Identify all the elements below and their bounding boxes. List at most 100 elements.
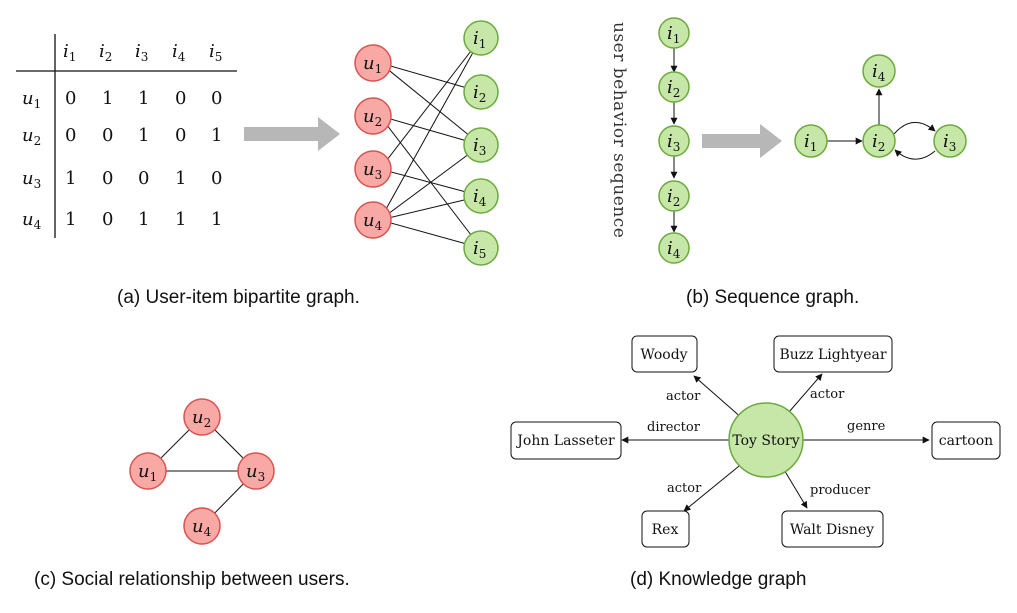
node-u1: u1 bbox=[129, 452, 167, 490]
entity-label: Buzz Lightyear bbox=[779, 347, 886, 363]
kg-arrow bbox=[693, 375, 744, 420]
node-label: u1 bbox=[363, 53, 382, 76]
seq-node: i1 bbox=[658, 17, 690, 49]
table-col-header: i2 bbox=[99, 41, 112, 64]
node-label: u3 bbox=[246, 461, 265, 484]
item-node bbox=[862, 54, 896, 88]
entity-box bbox=[781, 510, 884, 548]
kg-arrow bbox=[683, 461, 745, 512]
node-u2: u2 bbox=[183, 398, 221, 436]
sequence-nodes: i1 i2 i3 i2 i4 bbox=[658, 17, 690, 264]
table-cell: 0 bbox=[102, 125, 113, 146]
panel-a: i1 i2 i3 i4 i5 u1 u2 u3 u4 0 1 1 0 0 0 0… bbox=[16, 20, 499, 308]
node-i2: i2 bbox=[463, 74, 499, 110]
item-node bbox=[862, 124, 896, 158]
edge bbox=[379, 37, 482, 221]
node-label: i3 bbox=[473, 135, 486, 158]
relation-label: director bbox=[647, 420, 701, 435]
node-label: i4 bbox=[473, 186, 487, 209]
table-col-header: i5 bbox=[209, 41, 222, 64]
item-node bbox=[658, 180, 690, 212]
entity-label: cartoon bbox=[939, 433, 993, 449]
caption-d: (d) Knowledge graph bbox=[630, 569, 806, 590]
relation-label: producer bbox=[810, 483, 871, 498]
node-i3: i3 bbox=[463, 127, 499, 163]
table-col-header: i1 bbox=[63, 41, 76, 64]
table-cell: 1 bbox=[175, 168, 186, 189]
user-node bbox=[354, 44, 392, 82]
center-node bbox=[728, 402, 804, 478]
kg-entity-lasseter: John Lasseter bbox=[510, 421, 622, 460]
edge bbox=[379, 37, 482, 170]
node-label: i2 bbox=[473, 82, 486, 105]
table-cell: 1 bbox=[175, 209, 186, 230]
table-row-header: u3 bbox=[22, 168, 41, 191]
table-cell: 0 bbox=[65, 88, 76, 109]
graph-arrow bbox=[893, 121, 936, 135]
graph-node: i3 bbox=[933, 124, 967, 158]
item-nodes: i1 i2 i3 i4 i5 bbox=[463, 20, 499, 266]
node-i1: i1 bbox=[463, 20, 499, 56]
panel-c: u2 u1 u3 u4 (c) Social relationship betw… bbox=[34, 398, 350, 590]
caption-a: (a) User-item bipartite graph. bbox=[117, 287, 360, 308]
edge bbox=[379, 144, 482, 221]
node-u2: u2 bbox=[354, 97, 392, 135]
node-u3: u3 bbox=[354, 150, 392, 188]
entity-box bbox=[773, 335, 893, 373]
user-node bbox=[183, 507, 221, 545]
panel-d: actor actor director genre actor produce… bbox=[510, 335, 1001, 590]
user-nodes: u1 u2 u3 u4 bbox=[354, 44, 392, 239]
table-cell: 0 bbox=[175, 125, 186, 146]
kg-arrow bbox=[788, 373, 823, 413]
kg-entity-woody: Woody bbox=[631, 335, 698, 373]
transform-arrow bbox=[244, 117, 340, 151]
node-label: i2 bbox=[667, 77, 680, 100]
table-cell: 1 bbox=[138, 209, 149, 230]
seq-node: i3 bbox=[658, 125, 690, 157]
seq-node: i2 bbox=[658, 71, 690, 103]
caption-b: (b) Sequence graph. bbox=[686, 287, 859, 308]
table-row-header: u4 bbox=[22, 209, 42, 232]
user-node bbox=[237, 452, 275, 490]
seq-node: i4 bbox=[658, 232, 690, 264]
entity-label: Rex bbox=[652, 522, 679, 538]
bipartite-edges bbox=[379, 37, 482, 249]
kg-entity-buzz: Buzz Lightyear bbox=[773, 335, 893, 373]
entity-box bbox=[931, 421, 1001, 460]
kg-entity-rex: Rex bbox=[641, 510, 690, 548]
user-node bbox=[129, 452, 167, 490]
item-node bbox=[933, 124, 967, 158]
user-node bbox=[354, 97, 392, 135]
item-node bbox=[463, 178, 499, 214]
table-cell: 1 bbox=[138, 88, 149, 109]
entity-box bbox=[641, 510, 690, 548]
node-label: u2 bbox=[363, 106, 382, 129]
entity-box bbox=[510, 421, 622, 460]
kg-entity-disney: Walt Disney bbox=[781, 510, 884, 548]
table-cell: 1 bbox=[138, 125, 149, 146]
entity-label: John Lasseter bbox=[515, 433, 615, 449]
node-label: u2 bbox=[192, 407, 211, 430]
node-label: i2 bbox=[872, 131, 885, 154]
node-i5: i5 bbox=[463, 230, 499, 266]
node-u4: u4 bbox=[183, 507, 221, 545]
seq-node: i2 bbox=[658, 180, 690, 212]
adjacency-table: i1 i2 i3 i4 i5 u1 u2 u3 u4 0 1 1 0 0 0 0… bbox=[16, 34, 237, 238]
graph-arrow bbox=[894, 149, 936, 160]
item-node bbox=[658, 71, 690, 103]
node-label: i3 bbox=[943, 131, 956, 154]
node-u4: u4 bbox=[354, 201, 392, 239]
kg-edges bbox=[621, 373, 930, 512]
table-cell: 0 bbox=[102, 168, 113, 189]
item-node bbox=[658, 232, 690, 264]
node-label: i1 bbox=[804, 131, 817, 154]
node-label: i1 bbox=[667, 23, 680, 46]
table-cell: 1 bbox=[65, 168, 76, 189]
item-node bbox=[658, 17, 690, 49]
table-cell: 1 bbox=[211, 125, 222, 146]
node-i4: i4 bbox=[463, 178, 499, 214]
sequence-graph-edges bbox=[827, 88, 936, 160]
table-row-header: u1 bbox=[22, 88, 41, 111]
table-cell: 1 bbox=[211, 209, 222, 230]
